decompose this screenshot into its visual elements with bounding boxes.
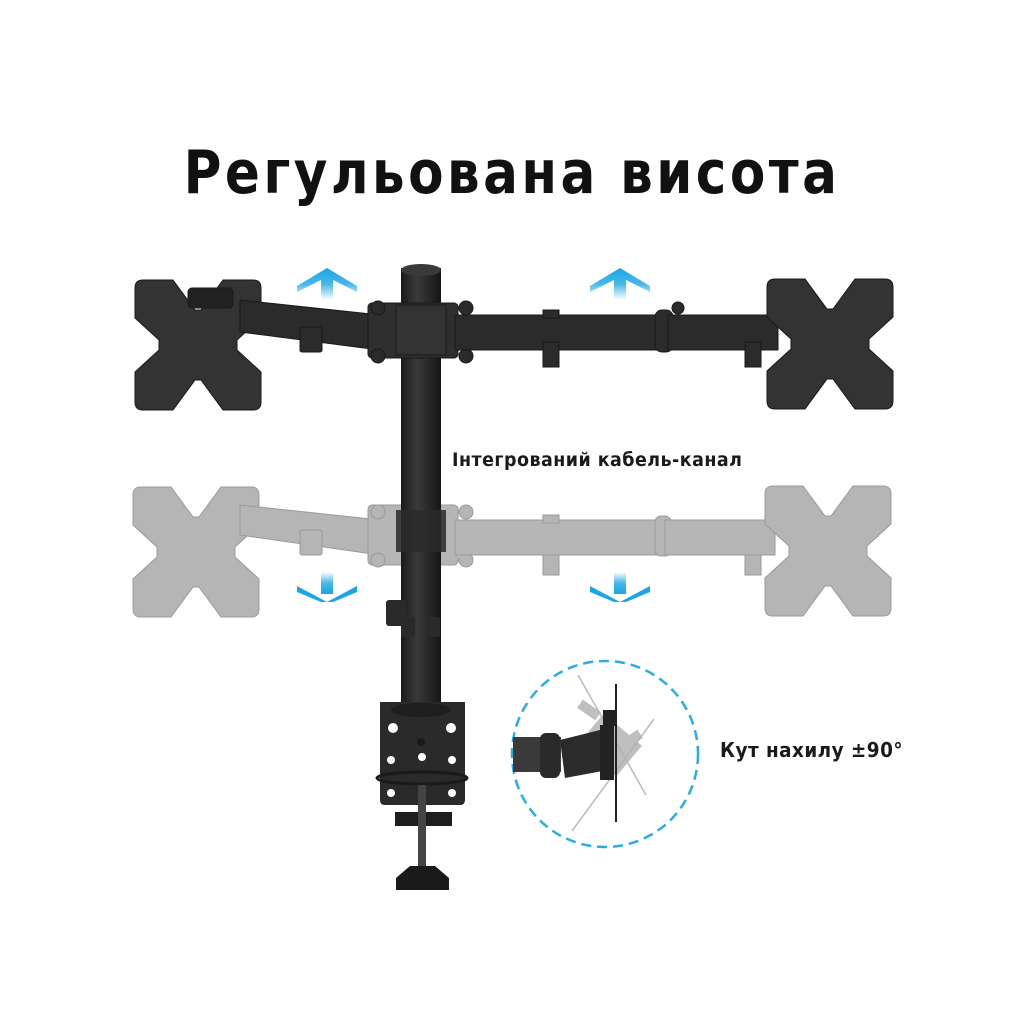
cable-clip <box>386 600 440 637</box>
raised-arm-assembly <box>134 278 894 411</box>
tilt-detail <box>510 659 700 849</box>
arrow-down-icon <box>297 572 650 602</box>
desk-clamp <box>375 702 469 890</box>
lowered-arm-assembly <box>132 485 892 618</box>
page-title: Регульована висота <box>183 138 841 208</box>
tilt-angle-label: Кут нахилу ±90° <box>720 738 903 762</box>
arrow-up-icon <box>297 268 650 300</box>
cable-channel-label: Інтегрований кабель-канал <box>452 449 743 471</box>
